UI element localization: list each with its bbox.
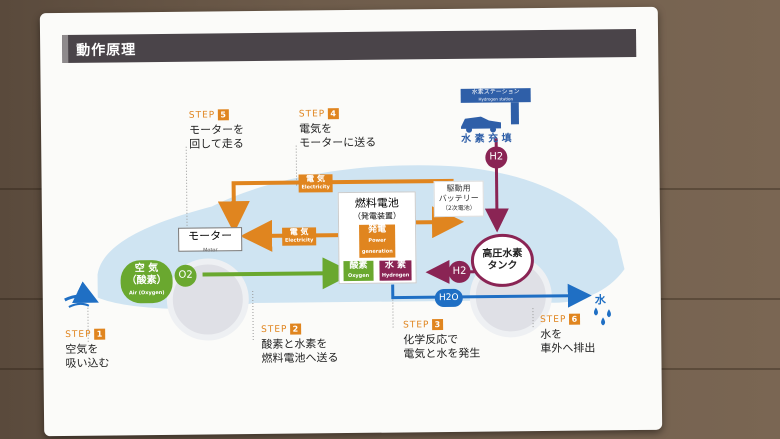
water-label: 水 xyxy=(594,293,606,307)
o2-badge: O2 xyxy=(174,264,197,287)
step-3-desc: 化学反応で電気と水を発生 xyxy=(403,332,481,361)
step-2-desc: 酸素と水素を燃料電池へ送る xyxy=(261,337,339,365)
water-arrow xyxy=(391,283,592,308)
hydrogen-tank-label: 高圧水素タンク xyxy=(482,248,523,272)
fuel-cell-title: 燃料電池 xyxy=(354,196,399,210)
info-card: 動作原理 xyxy=(39,6,663,437)
fuel-cell-subtitle: （発電装置） xyxy=(352,211,401,221)
air-oxygen-circle: 空 気（酸素）Air (Oxygen) xyxy=(120,259,173,304)
step-4-desc: 電気をモーターに送る xyxy=(298,122,377,150)
battery-box: 駆動用バッテリー（2次電池） xyxy=(433,180,484,218)
station-sign xyxy=(460,88,531,103)
water-drop-icon xyxy=(593,307,598,316)
step-5-desc: モーターを回して走る xyxy=(188,123,245,151)
hydrogen-tank xyxy=(470,233,534,287)
intake-arrow xyxy=(64,281,99,303)
h2-badge-side: H2 xyxy=(448,260,471,283)
h2o-badge: H2O xyxy=(434,288,463,308)
step-1-desc: 空気を吸い込む xyxy=(65,342,110,370)
h2-badge-top: H2 xyxy=(485,146,508,169)
hydrogen-fill-label: 水 素 充 填 xyxy=(461,133,512,145)
station-car-icon xyxy=(461,116,502,129)
step-6-desc: 水を車外へ排出 xyxy=(540,327,596,356)
intake-arrow-2 xyxy=(68,302,90,308)
oxygen-arrow xyxy=(202,257,355,290)
